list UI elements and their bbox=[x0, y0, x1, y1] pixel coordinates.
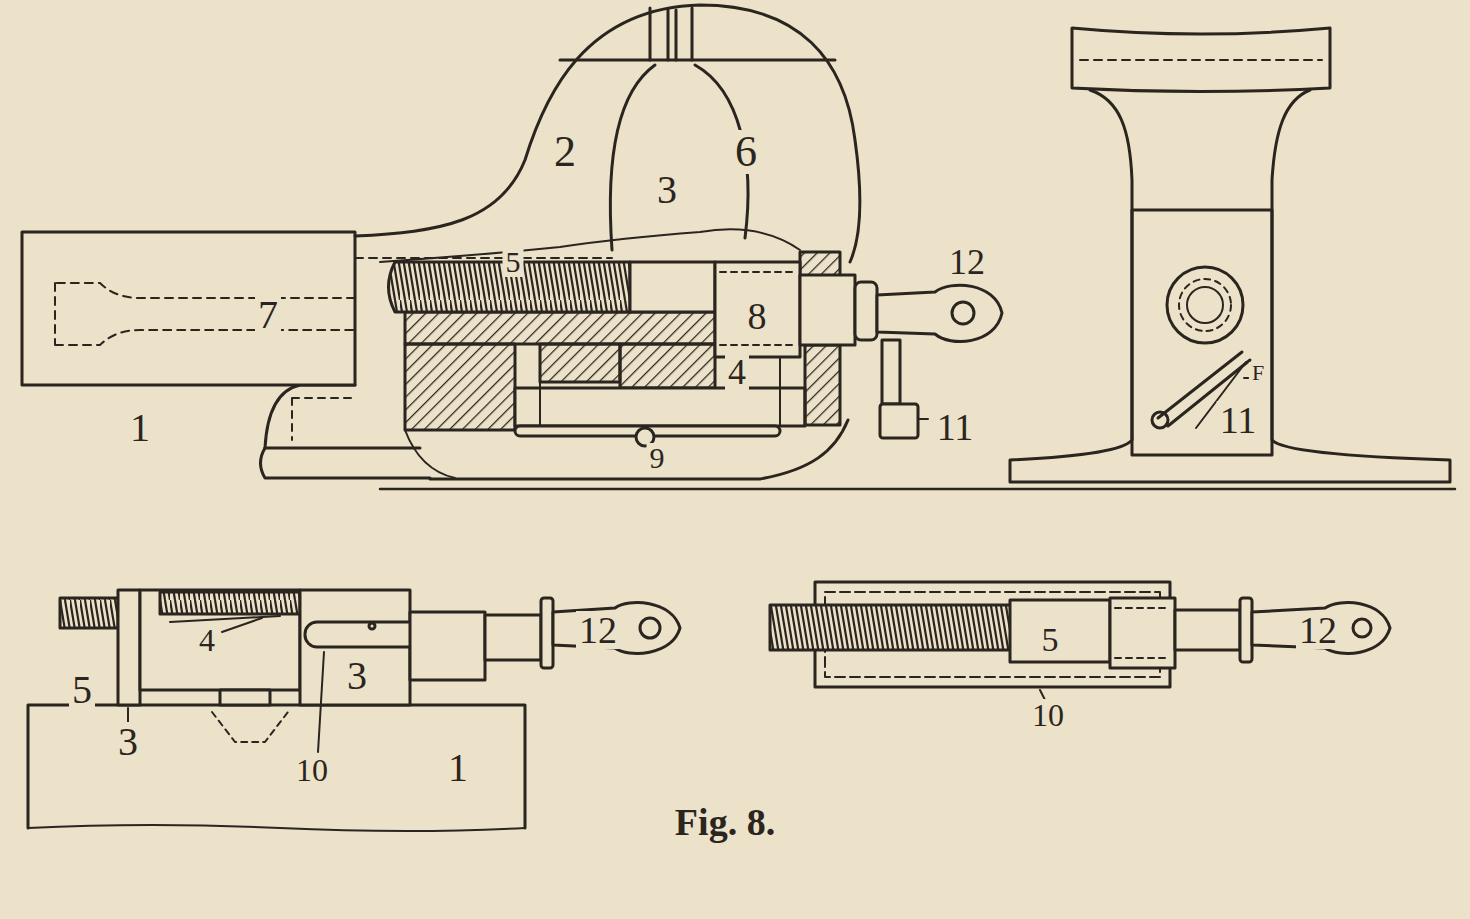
callout-number: 12 bbox=[946, 244, 988, 280]
callout-number: 3 bbox=[344, 656, 370, 696]
callout-number: 9 bbox=[647, 443, 668, 473]
callout-number: 5 bbox=[503, 247, 524, 277]
callout-number: 1 bbox=[127, 408, 153, 448]
callout-number: 5 bbox=[69, 670, 95, 710]
callout-number: 2 bbox=[551, 130, 579, 174]
callout-number: 3 bbox=[115, 722, 141, 762]
callout-number: 12 bbox=[576, 611, 620, 649]
callout-number: 10 bbox=[1029, 699, 1067, 731]
callout-number: 12 bbox=[1296, 611, 1340, 649]
figure-caption: Fig. 8. bbox=[675, 803, 775, 841]
callout-number: 7 bbox=[255, 295, 281, 335]
callout-number: 3 bbox=[654, 170, 680, 210]
callout-number: 4 bbox=[196, 624, 218, 656]
callout-number: 8 bbox=[745, 297, 770, 335]
callout-number: 11 bbox=[1217, 401, 1260, 439]
callout-number: F bbox=[1249, 362, 1267, 384]
callout-number: 5 bbox=[1039, 623, 1062, 657]
callout-number: 6 bbox=[732, 130, 760, 174]
callout-number: 4 bbox=[725, 354, 749, 390]
callout-number: 1 bbox=[445, 748, 471, 788]
callout-number: 10 bbox=[293, 754, 331, 786]
callout-number: 11 bbox=[934, 408, 977, 446]
